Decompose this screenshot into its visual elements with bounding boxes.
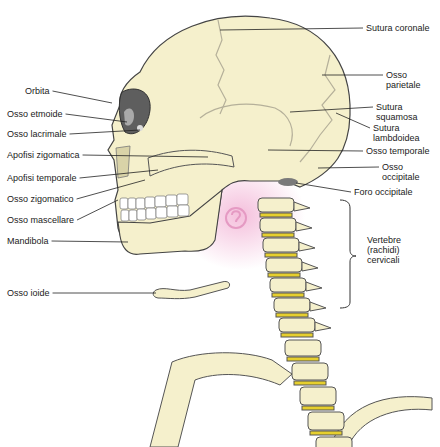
leader-line bbox=[336, 113, 370, 128]
skull-part bbox=[296, 222, 312, 231]
skull-part bbox=[263, 238, 299, 252]
leader-line bbox=[70, 130, 140, 134]
suture bbox=[300, 55, 335, 162]
part-label: Osso mascellare bbox=[7, 215, 74, 225]
skull-part bbox=[178, 205, 189, 216]
part-label: Vertebre (rachidi) cervicali bbox=[367, 235, 415, 265]
orbit bbox=[119, 89, 150, 134]
part-label: Apofisi zigomatica bbox=[7, 150, 80, 160]
part-label: Osso ioide bbox=[7, 288, 50, 298]
skull-part bbox=[137, 209, 146, 220]
part-label: Osso temporale bbox=[366, 146, 430, 156]
part-label: Sutura coronale bbox=[366, 23, 430, 33]
teeth bbox=[120, 194, 189, 221]
skull-part bbox=[310, 302, 326, 311]
skull-part bbox=[262, 233, 294, 237]
skull-part bbox=[276, 313, 308, 317]
skull-part bbox=[167, 206, 178, 217]
bracket bbox=[340, 200, 356, 308]
skull-part bbox=[285, 340, 321, 356]
skull-part bbox=[315, 322, 331, 331]
part-label: Osso parietale bbox=[386, 70, 436, 90]
skull-part bbox=[145, 197, 155, 208]
skull-part bbox=[274, 298, 310, 312]
leader-line bbox=[83, 155, 208, 157]
leader-line bbox=[77, 180, 145, 199]
part-label: Osso etmoide bbox=[7, 109, 63, 119]
skull-part bbox=[265, 253, 297, 257]
skull-part bbox=[279, 318, 315, 332]
skull-part bbox=[292, 363, 328, 380]
hyoid-bone bbox=[153, 281, 229, 298]
mandible bbox=[118, 190, 222, 254]
cranium bbox=[108, 16, 350, 253]
skull-part bbox=[270, 278, 306, 292]
leader-line bbox=[322, 75, 383, 76]
skull-part bbox=[308, 412, 344, 430]
skull-part bbox=[258, 198, 294, 212]
part-label: Sutura lambdoidea bbox=[373, 123, 435, 143]
skull-part bbox=[302, 406, 334, 410]
skull-part bbox=[155, 196, 166, 207]
skull-part bbox=[299, 242, 315, 251]
skull-part bbox=[260, 218, 296, 232]
part-label: Sutura squamosa bbox=[376, 102, 431, 122]
skull-part bbox=[136, 198, 145, 209]
skull-part bbox=[294, 381, 326, 385]
skull-part bbox=[300, 387, 336, 405]
zygomatic-arch bbox=[148, 150, 234, 176]
leader-line bbox=[52, 241, 128, 242]
skull-part bbox=[156, 207, 167, 218]
skull-part bbox=[166, 195, 177, 206]
leader-line bbox=[318, 167, 379, 168]
skull-part bbox=[128, 198, 136, 209]
leader-line bbox=[220, 28, 363, 30]
part-label: Foro occipitale bbox=[354, 187, 413, 197]
ethmoid bbox=[124, 109, 134, 126]
leader-line bbox=[77, 200, 118, 220]
shoulder-bone bbox=[150, 353, 292, 447]
part-label: Apofisi temporale bbox=[7, 173, 77, 183]
leader-line bbox=[268, 150, 363, 151]
suture bbox=[216, 20, 226, 114]
leader-line bbox=[80, 170, 158, 178]
skull-part bbox=[266, 258, 302, 272]
skull-part bbox=[146, 208, 156, 219]
leader-line bbox=[53, 293, 156, 294]
leader-line bbox=[66, 114, 127, 122]
watermark-logo bbox=[232, 211, 240, 222]
skull-part bbox=[281, 333, 313, 337]
part-label: Osso occipitale bbox=[382, 162, 436, 182]
part-label: Osso lacrimale bbox=[7, 129, 67, 139]
skull-part bbox=[120, 198, 128, 209]
suture bbox=[200, 104, 292, 146]
watermark-logo bbox=[226, 208, 246, 228]
skull-part bbox=[260, 213, 292, 217]
skull-part bbox=[316, 437, 352, 447]
skull-part bbox=[177, 194, 188, 205]
skull-part bbox=[272, 293, 304, 297]
leader-line bbox=[290, 107, 373, 112]
skull-part bbox=[121, 210, 129, 221]
skull-part bbox=[306, 282, 322, 291]
part-label: Mandibola bbox=[7, 236, 49, 246]
skull-part bbox=[310, 431, 342, 435]
skull-part bbox=[302, 262, 318, 271]
part-label: Orbita bbox=[25, 86, 50, 96]
vertebral-column bbox=[258, 198, 352, 447]
skull-part bbox=[294, 202, 310, 211]
leader-line bbox=[53, 91, 112, 103]
skull-part bbox=[287, 357, 319, 361]
part-label: Osso zigomatico bbox=[7, 194, 74, 204]
skull-part bbox=[129, 210, 137, 221]
leader-line bbox=[296, 183, 351, 192]
skull-part bbox=[268, 273, 300, 277]
mastoid bbox=[278, 178, 298, 186]
